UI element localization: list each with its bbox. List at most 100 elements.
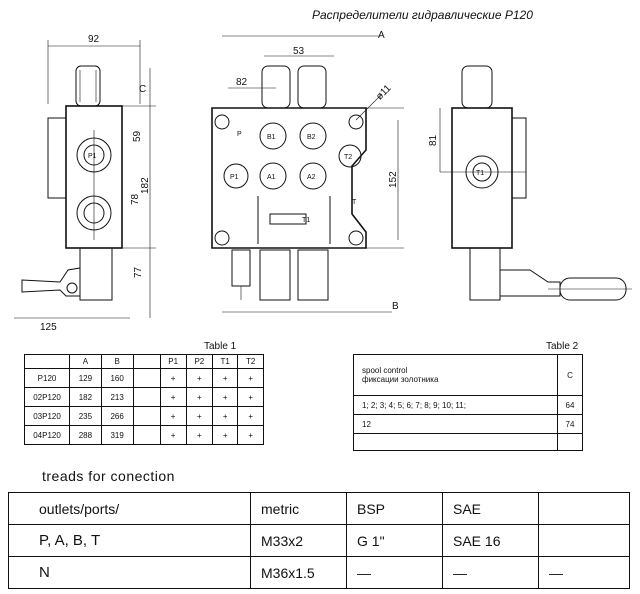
table2-caption: Table 2 bbox=[546, 341, 579, 352]
table-cell: M33x2 bbox=[250, 524, 347, 557]
table-cell: + bbox=[237, 406, 264, 426]
table-cell: + bbox=[159, 425, 187, 445]
table2: spool control фиксации золотника C 1; 2;… bbox=[353, 354, 583, 451]
table-cell: 129 bbox=[69, 368, 102, 388]
table-row: 02P120 182 213 + + + + bbox=[24, 387, 264, 407]
dim-92: 92 bbox=[88, 34, 100, 45]
dim-phi11: ø11 bbox=[374, 83, 394, 103]
table2-header-line2: фиксации золотника bbox=[362, 375, 439, 384]
port-b1: B1 bbox=[267, 134, 276, 141]
table-row: 12 74 bbox=[353, 414, 583, 434]
table-cell: 319 bbox=[100, 425, 134, 445]
dim-152: 152 bbox=[388, 171, 399, 188]
table-cell: M36x1.5 bbox=[250, 556, 347, 589]
section-a: A bbox=[378, 30, 385, 41]
table-cell: + bbox=[185, 368, 213, 388]
table-cell: + bbox=[237, 387, 264, 407]
table-cell: — bbox=[442, 556, 539, 589]
table-cell: outlets/ports/ bbox=[8, 492, 251, 525]
table2-header-line1: spool control bbox=[362, 366, 408, 375]
table2-header-c: C bbox=[557, 354, 583, 396]
table-row: 03P120 235 266 + + + + bbox=[24, 406, 264, 426]
table-cell: 266 bbox=[100, 406, 134, 426]
front-view-center: A B 53 82 ø11 P B1 B2 T2 P1 A1 A2 bbox=[211, 30, 404, 313]
table1-caption: Table 1 bbox=[204, 341, 237, 352]
dim-59: 59 bbox=[132, 130, 143, 142]
table-cell: metric bbox=[250, 492, 347, 525]
table-row: N M36x1.5 — — — bbox=[8, 556, 630, 589]
table-cell bbox=[24, 354, 70, 369]
table-cell bbox=[132, 425, 161, 445]
dim-77: 77 bbox=[133, 266, 144, 278]
port-t: T bbox=[352, 199, 357, 206]
table-cell: + bbox=[185, 406, 213, 426]
table-cell: + bbox=[211, 425, 239, 445]
table-cell bbox=[557, 433, 583, 451]
table-cell: 02P120 bbox=[24, 387, 70, 407]
table-cell: + bbox=[237, 368, 264, 388]
table-cell: T1 bbox=[211, 354, 239, 369]
dim-c-left: C bbox=[139, 84, 146, 95]
table-cell: 160 bbox=[100, 368, 134, 388]
table-row: 1; 2; 3; 4; 5; 6; 7; 8; 9; 10; 11; 64 bbox=[353, 395, 583, 415]
table-cell bbox=[132, 387, 161, 407]
table-cell: 235 bbox=[69, 406, 102, 426]
table-cell: 74 bbox=[557, 414, 583, 434]
table-cell: SAE bbox=[442, 492, 539, 525]
table-cell: 288 bbox=[69, 425, 102, 445]
dim-182: 182 bbox=[140, 177, 151, 194]
table-cell: 182 bbox=[69, 387, 102, 407]
table-cell: + bbox=[211, 406, 239, 426]
table-cell: SAE 16 bbox=[442, 524, 539, 557]
table-cell bbox=[132, 406, 161, 426]
table-cell: + bbox=[159, 387, 187, 407]
table-cell: + bbox=[211, 368, 239, 388]
table-cell: BSP bbox=[346, 492, 443, 525]
table-cell: — bbox=[538, 556, 630, 589]
table-cell: T2 bbox=[237, 354, 264, 369]
table-cell: P120 bbox=[24, 368, 70, 388]
table-cell: 03P120 bbox=[24, 406, 70, 426]
dim-82: 82 bbox=[236, 77, 248, 88]
table-cell: + bbox=[159, 368, 187, 388]
table-cell bbox=[353, 433, 558, 451]
dim-81: 81 bbox=[428, 134, 439, 146]
port-p1-left: P1 bbox=[88, 153, 97, 160]
port-a1: A1 bbox=[267, 174, 276, 181]
port-a2: A2 bbox=[307, 174, 316, 181]
table-cell: + bbox=[211, 387, 239, 407]
table-cell: + bbox=[185, 425, 213, 445]
table-cell: 1; 2; 3; 4; 5; 6; 7; 8; 9; 10; 11; bbox=[353, 395, 558, 415]
table-cell: G 1" bbox=[346, 524, 443, 557]
dim-125: 125 bbox=[40, 322, 57, 333]
table-cell: + bbox=[237, 425, 264, 445]
port-p1: P1 bbox=[230, 174, 239, 181]
table-cell: P, A, B, T bbox=[8, 524, 251, 557]
table2-header-cell: spool control фиксации золотника bbox=[353, 354, 558, 396]
table-row: spool control фиксации золотника C bbox=[353, 354, 583, 396]
table-cell: 213 bbox=[100, 387, 134, 407]
threads-table: outlets/ports/ metric BSP SAE P, A, B, T… bbox=[8, 492, 630, 589]
table-cell: P2 bbox=[185, 354, 213, 369]
table-cell bbox=[538, 492, 630, 525]
dim-78: 78 bbox=[130, 193, 141, 205]
port-p: P bbox=[237, 131, 242, 138]
threads-caption: treads for conection bbox=[42, 468, 175, 484]
table-cell bbox=[132, 354, 161, 369]
table-cell bbox=[538, 524, 630, 557]
dim-53: 53 bbox=[293, 46, 305, 57]
table-cell: P1 bbox=[159, 354, 187, 369]
port-t2: T2 bbox=[344, 154, 352, 161]
port-t1-side: T1 bbox=[476, 170, 484, 177]
table-row: 04P120 288 319 + + + + bbox=[24, 425, 264, 445]
table-row: outlets/ports/ metric BSP SAE bbox=[8, 492, 630, 525]
table-cell: 64 bbox=[557, 395, 583, 415]
side-view-left: 92 P1 C 59 182 78 77 125 bbox=[14, 34, 156, 333]
port-b2: B2 bbox=[307, 134, 316, 141]
table-row: P120 129 160 + + + + bbox=[24, 368, 264, 388]
table-row bbox=[353, 433, 583, 451]
table-row: P, A, B, T M33x2 G 1" SAE 16 bbox=[8, 524, 630, 557]
table-cell: + bbox=[159, 406, 187, 426]
side-view-right: T1 81 bbox=[428, 65, 632, 301]
table-cell: B bbox=[100, 354, 134, 369]
